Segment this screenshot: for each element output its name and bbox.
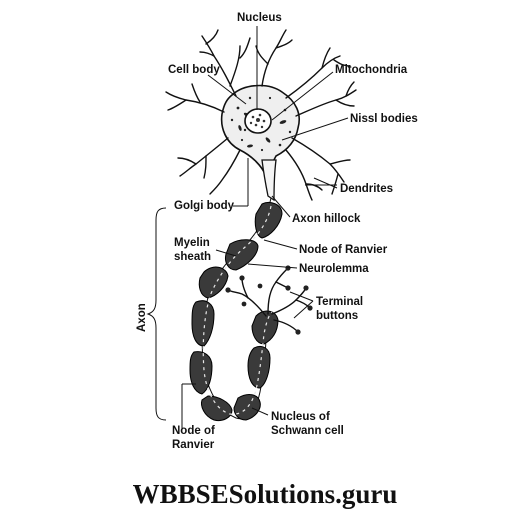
label-mitochondria: Mitochondria [335,64,408,76]
label-schwann-line2: Schwann cell [271,425,344,437]
axon-brace [146,207,167,421]
site-watermark: WBBSESolutions.guru [133,479,398,509]
label-node-of-ranvier-left-line2: Ranvier [172,439,215,451]
label-terminal-line2: buttons [316,310,358,322]
terminal-buttons-shape [225,265,313,335]
label-cell-body: Cell body [168,64,220,76]
labels: Nucleus Cell body Mitochondria Nissl bod… [136,12,418,451]
label-axon: Axon [136,303,148,332]
label-myelin-line1: Myelin [174,237,210,249]
nucleus-shape [244,108,272,134]
label-node-of-ranvier-right: Node of Ranvier [299,244,388,256]
label-neurolemma: Neurolemma [299,263,369,275]
axon-shape [189,159,283,421]
label-nucleus: Nucleus [237,12,282,24]
label-terminal-line1: Terminal [316,296,363,308]
leader-lines [181,26,349,430]
label-node-of-ranvier-left-line1: Node of [172,425,215,437]
label-nissl-bodies: Nissl bodies [350,113,418,125]
dendrites-shape [165,29,357,201]
label-golgi-body: Golgi body [174,200,235,212]
label-myelin-line2: sheath [174,251,211,263]
label-schwann-line1: Nucleus of [271,411,330,423]
label-axon-hillock: Axon hillock [292,213,361,225]
label-dendrites: Dendrites [340,183,393,195]
